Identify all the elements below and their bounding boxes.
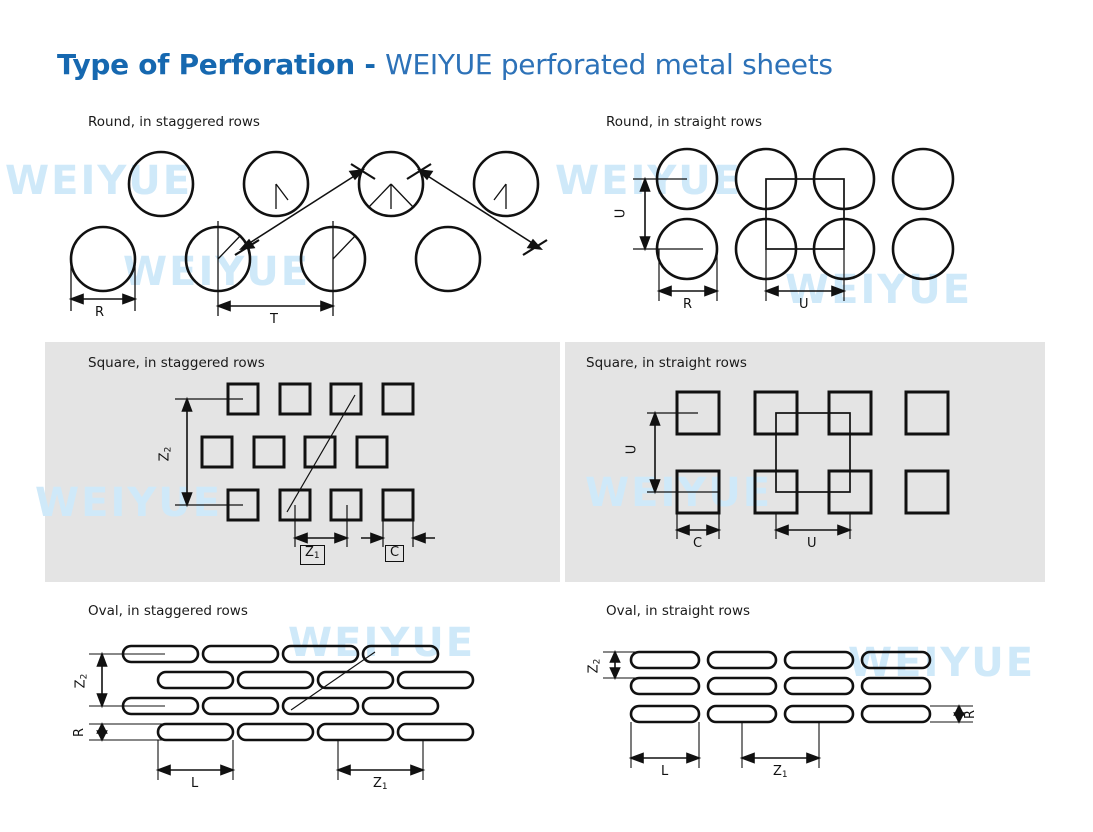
panel-square-straight: WEIYUE Square, in straight rows (565, 342, 1045, 582)
dimension-label-C: C (385, 545, 405, 562)
dimension-label-Z2: Z2 (586, 658, 603, 674)
dimension-label-Z2: Z2 (73, 673, 90, 689)
panel-title: Square, in straight rows (586, 355, 747, 371)
dimension-label-R: R (683, 297, 693, 312)
page-title-dash: - (364, 47, 376, 81)
dimension-label-Z2: Z2 (157, 446, 174, 462)
panel-square-staggered: WEIYUE Square, in staggered rows (35, 342, 560, 582)
dimension-label-Z1: Z1 (373, 776, 388, 792)
dimension-label-L: L (661, 764, 669, 779)
dimension-label-Z1: Z1 (773, 764, 788, 780)
dimension-label-Z1: Z1 (300, 545, 325, 565)
page-title-secondary: WEIYUE perforated metal sheets (385, 47, 833, 81)
dimension-label-C: C (693, 536, 703, 551)
dimension-label-U-vertical: U (613, 208, 629, 219)
panel-oval-staggered: WEIYUE Oval, in staggered rows (45, 590, 545, 822)
dimension-label-R: R (72, 727, 88, 738)
diagram-square-staggered (45, 342, 560, 582)
page-title-primary: Type of Perforation (57, 47, 355, 81)
panel-title: Round, in staggered rows (88, 114, 260, 130)
dimension-label-R: R (95, 305, 105, 320)
page-title: Type of Perforation - WEIYUE perforated … (57, 48, 833, 81)
diagram-oval-straight (563, 590, 1063, 822)
panel-title: Square, in staggered rows (88, 355, 265, 371)
dimension-label-U-horizontal: U (799, 297, 809, 312)
diagram-square-straight (565, 342, 1045, 582)
dimension-label-L: L (191, 776, 199, 791)
diagram-round-staggered (45, 101, 548, 333)
dimension-label-U-horizontal: U (807, 536, 817, 551)
diagram-oval-staggered (45, 590, 545, 822)
dimension-label-R: R (963, 709, 979, 720)
dimension-label-T: T (270, 312, 278, 327)
panel-title: Round, in straight rows (606, 114, 763, 130)
panel-round-straight: WEIYUE WEIYUE Round, in straight rows (555, 101, 1063, 333)
panel-oval-straight: WEIYUE Oval, in straight rows (563, 590, 1063, 822)
panel-title: Oval, in straight rows (606, 603, 751, 619)
panel-title: Oval, in staggered rows (88, 603, 248, 619)
panel-round-staggered: WEIYUE WEIYUE Round, in staggered rows (5, 101, 548, 333)
diagram-round-straight (563, 101, 1063, 333)
dimension-label-U-vertical: U (624, 444, 640, 455)
panel-grid: WEIYUE WEIYUE Round, in staggered rows (0, 96, 1093, 832)
